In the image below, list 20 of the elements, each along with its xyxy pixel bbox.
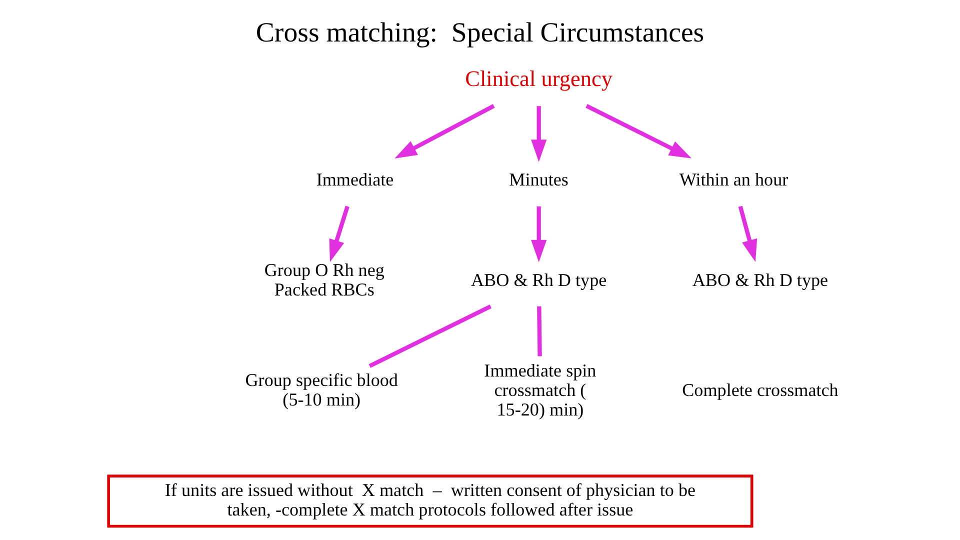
node-box: If units are issued without X match – written consent of physician to be taken, -complete X match protocols followed after issue <box>107 474 754 528</box>
node-text: Group O Rh neg Packed RBCs <box>264 260 384 300</box>
arrow <box>586 104 692 158</box>
node-text: ABO & Rh D type <box>692 270 828 290</box>
arrow <box>531 206 547 262</box>
diagram-title: Cross matching: Special Circumstances <box>256 18 704 49</box>
arrow <box>329 206 350 262</box>
node-text: Complete crossmatch <box>682 380 838 400</box>
node-text: Immediate <box>316 170 394 190</box>
node-text: Group specific blood (5-10 min) <box>245 370 398 410</box>
connector <box>537 306 542 356</box>
node-text: Minutes <box>509 170 568 190</box>
node-text: Clinical urgency <box>465 66 613 91</box>
connector <box>368 304 492 368</box>
arrow <box>531 106 547 162</box>
node-text: Immediate spin crossmatch ( 15-20) min) <box>484 360 596 420</box>
arrow <box>738 206 758 262</box>
node-text: Within an hour <box>679 170 788 190</box>
arrow <box>394 104 495 159</box>
node-text: ABO & Rh D type <box>470 270 607 290</box>
